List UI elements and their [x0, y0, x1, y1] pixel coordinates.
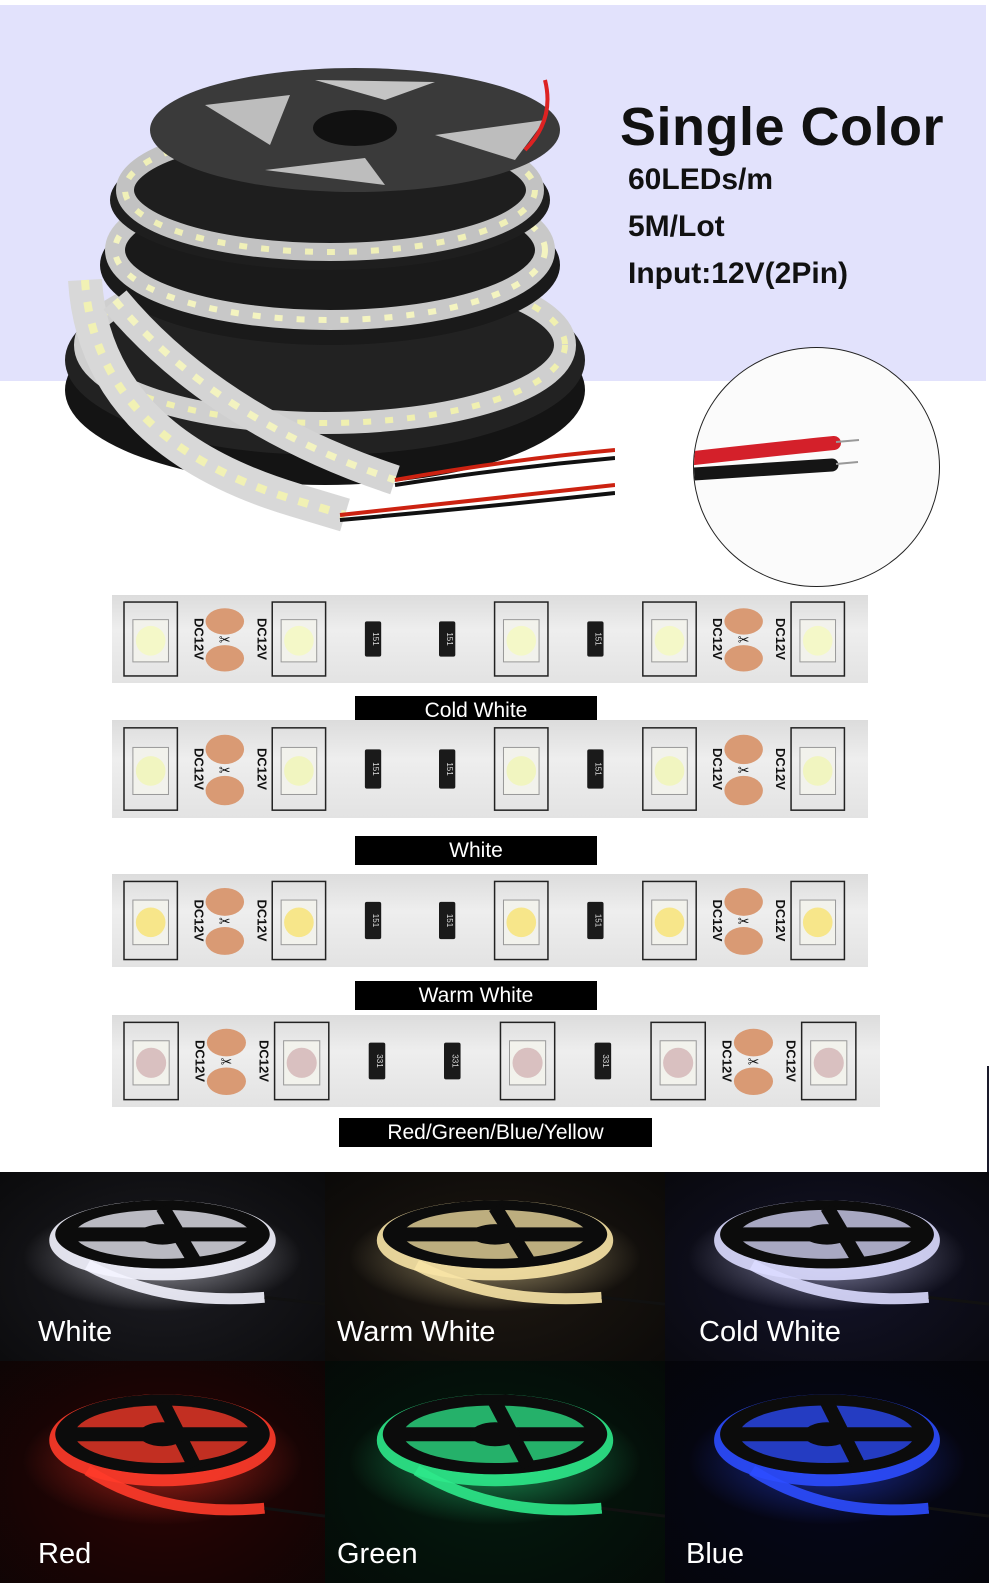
- product-title: Single Color: [620, 97, 945, 157]
- gallery-cell-warm-white: Warm White: [325, 1172, 665, 1361]
- svg-text:DC12V: DC12V: [254, 618, 269, 660]
- gallery-cell-white: White: [0, 1172, 325, 1361]
- svg-text:151: 151: [593, 632, 602, 646]
- svg-text:✂: ✂: [219, 913, 231, 929]
- svg-text:DC12V: DC12V: [710, 900, 725, 942]
- svg-text:151: 151: [593, 762, 602, 776]
- lit-reel-image: [349, 1394, 665, 1525]
- svg-text:DC12V: DC12V: [784, 1040, 799, 1082]
- lit-reel-image: [349, 1200, 665, 1312]
- svg-text:DC12V: DC12V: [254, 748, 269, 790]
- gallery-caption: White: [38, 1316, 113, 1348]
- strip-label-rgby: Red/Green/Blue/Yellow: [339, 1118, 652, 1147]
- svg-text:DC12V: DC12V: [710, 618, 725, 660]
- strip-circuit-art: ✂ DC12V DC12V 151 151 151 ✂ DC12V DC12V: [123, 880, 846, 961]
- strip-circuit-art: ✂ DC12V DC12V 151 151 151 ✂ DC12V DC12V: [123, 601, 846, 677]
- svg-text:DC12V: DC12V: [773, 900, 788, 942]
- strip-circuit-art: ✂ DC12V DC12V 331 331 331 ✂ DC12V DC12V: [123, 1021, 857, 1101]
- svg-text:151: 151: [445, 632, 454, 646]
- strip-label-white: White: [355, 836, 597, 865]
- svg-text:151: 151: [593, 914, 602, 928]
- strip-label-warm-white: Warm White: [355, 981, 597, 1010]
- svg-text:DC12V: DC12V: [191, 748, 206, 790]
- divider-line: [987, 1066, 989, 1174]
- svg-text:✂: ✂: [738, 631, 750, 647]
- svg-text:✂: ✂: [219, 631, 231, 647]
- wire-closeup-image: [694, 436, 860, 481]
- svg-text:151: 151: [371, 762, 380, 776]
- lit-reel-image: [23, 1200, 325, 1312]
- gallery-caption: Cold White: [699, 1316, 841, 1348]
- spec-input-voltage: Input:12V(2Pin): [628, 257, 849, 290]
- svg-text:151: 151: [445, 914, 454, 928]
- gallery-cell-blue: Blue: [665, 1361, 989, 1583]
- spec-led-density: 60LEDs/m: [628, 163, 774, 196]
- gallery-cell-red: Red: [0, 1361, 325, 1583]
- color-gallery: White Warm White Cold White Red: [0, 1172, 989, 1583]
- svg-text:151: 151: [371, 632, 380, 646]
- strip-sample-white: ✂ DC12V DC12V 151 151 151 ✂ DC12V DC12V: [112, 720, 868, 818]
- svg-text:DC12V: DC12V: [257, 1040, 272, 1082]
- gallery-caption: Blue: [686, 1538, 745, 1570]
- svg-text:DC12V: DC12V: [773, 748, 788, 790]
- gallery-cell-green: Green: [325, 1361, 665, 1583]
- spec-length: 5M/Lot: [628, 210, 725, 243]
- svg-text:DC12V: DC12V: [773, 618, 788, 660]
- lit-reel-image: [23, 1394, 325, 1525]
- svg-text:331: 331: [375, 1054, 384, 1068]
- wire-closeup-inset: [693, 347, 940, 587]
- svg-text:DC12V: DC12V: [191, 618, 206, 660]
- gallery-cell-cold-white: Cold White: [665, 1172, 989, 1361]
- strip-sample-cold-white: ✂ DC12V DC12V 151 151 151 ✂ DC12V DC12V: [112, 595, 868, 683]
- strip-circuit-art: ✂ DC12V DC12V 151 151 151 ✂ DC12V DC12V: [123, 727, 846, 811]
- lit-reel-image: [688, 1394, 989, 1525]
- led-reels-image: [65, 68, 615, 532]
- svg-text:331: 331: [450, 1054, 459, 1068]
- svg-text:✂: ✂: [738, 913, 750, 929]
- svg-text:151: 151: [371, 914, 380, 928]
- svg-text:DC12V: DC12V: [254, 900, 269, 942]
- svg-text:DC12V: DC12V: [193, 1040, 208, 1082]
- svg-text:✂: ✂: [748, 1054, 760, 1070]
- gallery-caption: Green: [337, 1538, 418, 1570]
- gallery-caption: Red: [38, 1538, 92, 1570]
- strip-sample-rgby: ✂ DC12V DC12V 331 331 331 ✂ DC12V DC12V: [112, 1015, 880, 1107]
- gallery-caption: Warm White: [337, 1316, 496, 1348]
- svg-text:151: 151: [445, 762, 454, 776]
- svg-text:DC12V: DC12V: [191, 900, 206, 942]
- svg-text:✂: ✂: [219, 762, 231, 778]
- svg-text:DC12V: DC12V: [720, 1040, 735, 1082]
- svg-text:✂: ✂: [738, 762, 750, 778]
- lit-reel-image: [688, 1200, 989, 1312]
- strip-sample-warm-white: ✂ DC12V DC12V 151 151 151 ✂ DC12V DC12V: [112, 874, 868, 967]
- svg-text:DC12V: DC12V: [710, 748, 725, 790]
- svg-text:331: 331: [601, 1054, 610, 1068]
- svg-text:✂: ✂: [221, 1054, 233, 1070]
